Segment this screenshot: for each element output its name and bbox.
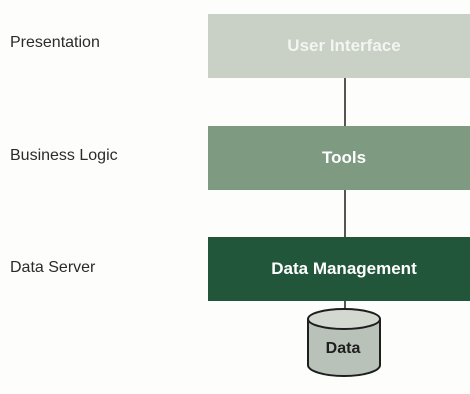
layer-label-data-server: Data Server bbox=[10, 259, 96, 276]
connector-line-top bbox=[344, 78, 346, 126]
database-label: Data bbox=[325, 340, 361, 357]
layer-label-presentation: Presentation bbox=[10, 34, 100, 51]
tools-box: Tools bbox=[208, 126, 470, 190]
data-management-box: Data Management bbox=[208, 237, 470, 301]
database-cylinder-icon bbox=[307, 308, 381, 377]
layer-label-business-logic: Business Logic bbox=[10, 147, 118, 164]
user-interface-box: User Interface bbox=[208, 14, 470, 78]
connector-line-middle bbox=[344, 190, 346, 237]
connector-line-bottom bbox=[344, 301, 346, 315]
